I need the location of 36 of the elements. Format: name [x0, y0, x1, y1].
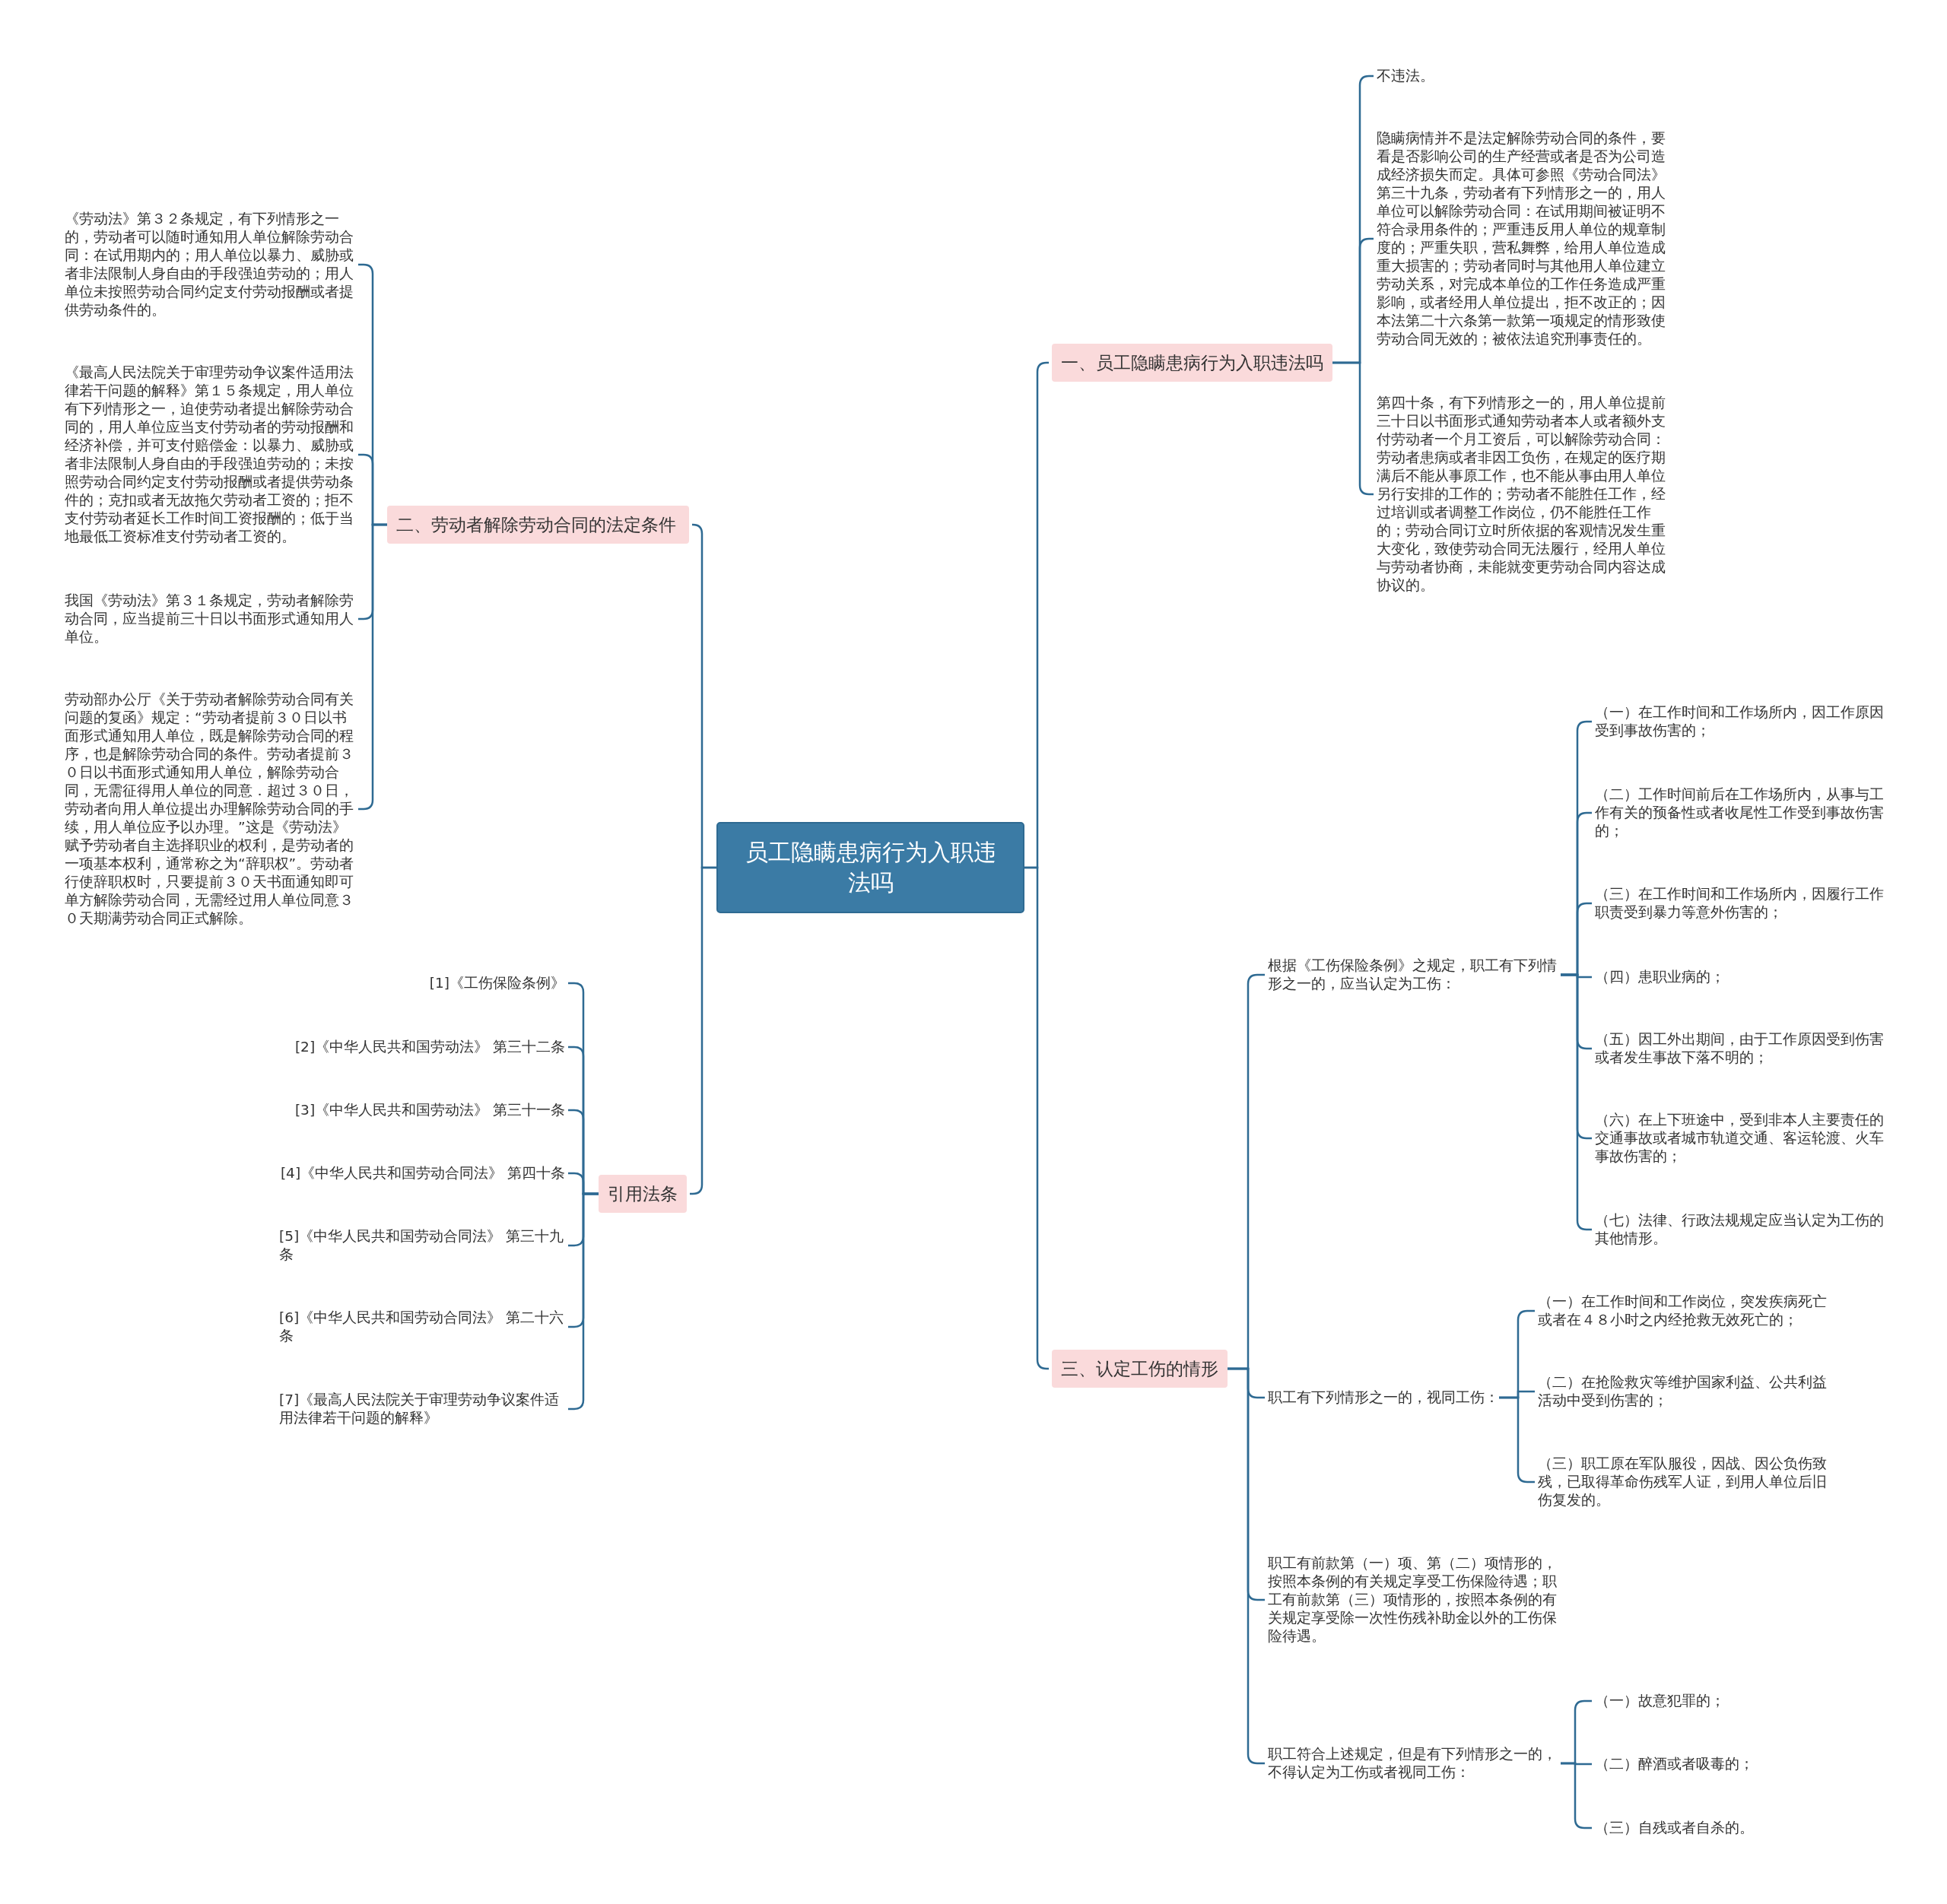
branch-text: （一）在工作时间和工作场所内，因工作原因受到事故伤害的； [1595, 703, 1888, 740]
branch-text: 职工有前款第（一）项、第（二）项情形的，按照本条例的有关规定享受工伤保险待遇；职工有前款第（三）项情形的，按照本条例的有关规定享受除一次性伤残补助金以外的工伤保险待遇。 [1268, 1554, 1561, 1645]
branch-text: 职工符合上述规定，但是有下列情形之一的，不得认定为工伤或者视同工伤： [1268, 1745, 1561, 1782]
citation-text: [7]《最高人民法院关于审理劳动争议案件适用法律若干问题的解释》 [279, 1391, 565, 1427]
branch-text: （二）在抢险救灾等维护国家利益、公共利益活动中受到伤害的； [1538, 1373, 1831, 1410]
topic-box: 二、劳动者解除劳动合同的法定条件 [387, 506, 689, 544]
branch-text: 劳动部办公厅《关于劳动者解除劳动合同有关问题的复函》规定：“劳动者提前３０日以书面形式通知用人单位，既是解除劳动合同的程序，也是解除劳动合同的条件。劳动者提前３０日以书面形式通知用人单位，解除劳动合同，无需征得用人单位的同意．超过３０日，劳动者向用人单位提出办理解除劳动合同的手续，用人单位应予以办理。”这是《劳动法》赋予劳动者自主选择职业的权利，是劳动者的一项基本权利，通常称之为“辞职权”。劳动者行使辞职权时，只要提前３０天书面通知即可单方解除劳动合同，无需经过用人单位同意３０天期满劳动合同正式解除。 [65, 690, 355, 928]
topic-box: 三、认定工伤的情形 [1052, 1350, 1228, 1388]
branch-text: （三）自残或者自杀的。 [1595, 1819, 1888, 1837]
citation-text: [1]《工伤保险条例》 [429, 974, 565, 992]
citation-text: [2]《中华人民共和国劳动法》 第三十二条 [294, 1038, 565, 1056]
branch-text: （三）在工作时间和工作场所内，因履行工作职责受到暴力等意外伤害的； [1595, 885, 1888, 922]
topic-box: 一、员工隐瞒患病行为入职违法吗 [1052, 344, 1332, 382]
branch-text: （二）工作时间前后在工作场所内，从事与工作有关的预备性或者收尾性工作受到事故伤害的； [1595, 785, 1888, 840]
citation-text: [4]《中华人民共和国劳动合同法》 第四十条 [280, 1164, 565, 1182]
branch-text: （五）因工外出期间，由于工作原因受到伤害或者发生事故下落不明的； [1595, 1030, 1888, 1067]
branch-text: （三）职工原在军队服役，因战、因公负伤致残，已取得革命伤残军人证，到用人单位后旧伤复发的。 [1538, 1455, 1831, 1509]
citation-text: [3]《中华人民共和国劳动法》 第三十一条 [294, 1101, 565, 1119]
branch-text: （六）在上下班途中，受到非本人主要责任的交通事故或者城市轨道交通、客运轮渡、火车事故伤害的； [1595, 1111, 1888, 1166]
citation-text: [6]《中华人民共和国劳动合同法》 第二十六条 [279, 1309, 565, 1345]
branch-text: （一）故意犯罪的； [1595, 1692, 1888, 1710]
branch-text: 《劳动法》第３２条规定，有下列情形之一的，劳动者可以随时通知用人单位解除劳动合同：在试用期内的；用人单位以暴力、威胁或者非法限制人身自由的手段强迫劳动的；用人单位未按照劳动合同约定支付劳动报酬或者提供劳动条件的。 [65, 210, 355, 319]
branch-text: 隐瞒病情并不是法定解除劳动合同的条件，要看是否影响公司的生产经营或者是否为公司造成经济损失而定。具体可参照《劳动合同法》第三十九条，劳动者有下列情形之一的，用人单位可以解除劳动合同：在试用期间被证明不符合录用条件的；严重违反用人单位的规章制度的；严重失职，营私舞弊，给用人单位造成重大损害的；劳动者同时与其他用人单位建立劳动关系，对完成本单位的工作任务造成严重影响，或者经用人单位提出，拒不改正的；因本法第二十六条第一款第一项规定的情形致使劳动合同无效的；被依法追究刑事责任的。 [1377, 129, 1669, 348]
branch-text: 根据《工伤保险条例》之规定，职工有下列情形之一的，应当认定为工伤： [1268, 957, 1561, 993]
branch-text: 职工有下列情形之一的，视同工伤： [1268, 1388, 1499, 1407]
branch-text: 第四十条，有下列情形之一的，用人单位提前三十日以书面形式通知劳动者本人或者额外支付劳动者一个月工资后，可以解除劳动合同：劳动者患病或者非因工负伤，在规定的医疗期满后不能从事原工作，也不能从事由用人单位另行安排的工作的；劳动者不能胜任工作，经过培训或者调整工作岗位，仍不能胜任工作的；劳动合同订立时所依据的客观情况发生重大变化，致使劳动合同无法履行，经用人单位与劳动者协商，未能就变更劳动合同内容达成协议的。 [1377, 394, 1669, 595]
central-topic-box: 员工隐瞒患病行为入职违法吗 [716, 822, 1024, 913]
branch-text: （七）法律、行政法规规定应当认定为工伤的其他情形。 [1595, 1211, 1888, 1248]
citation-text: [5]《中华人民共和国劳动合同法》 第三十九条 [279, 1227, 565, 1264]
topic-box: 引用法条 [599, 1175, 687, 1213]
branch-text: 不违法。 [1377, 67, 1669, 85]
branch-text: 我国《劳动法》第３１条规定，劳动者解除劳动合同，应当提前三十日以书面形式通知用人单位。 [65, 592, 355, 646]
branch-text: （一）在工作时间和工作岗位，突发疾病死亡或者在４８小时之内经抢救无效死亡的； [1538, 1293, 1831, 1329]
branch-text: （二）醉酒或者吸毒的； [1595, 1755, 1888, 1773]
branch-text: （四）患职业病的； [1595, 968, 1888, 986]
branch-text: 《最高人民法院关于审理劳动争议案件适用法律若干问题的解释》第１５条规定，用人单位有下列情形之一，迫使劳动者提出解除劳动合同的，用人单位应当支付劳动者的劳动报酬和经济补偿，并可支付赔偿金：以暴力、威胁或者非法限制人身自由的手段强迫劳动的；未按照劳动合同约定支付劳动报酬或者提供劳动条件的；克扣或者无故拖欠劳动者工资的；拒不支付劳动者延长工作时间工资报酬的；低于当地最低工资标准支付劳动者工资的。 [65, 363, 355, 546]
